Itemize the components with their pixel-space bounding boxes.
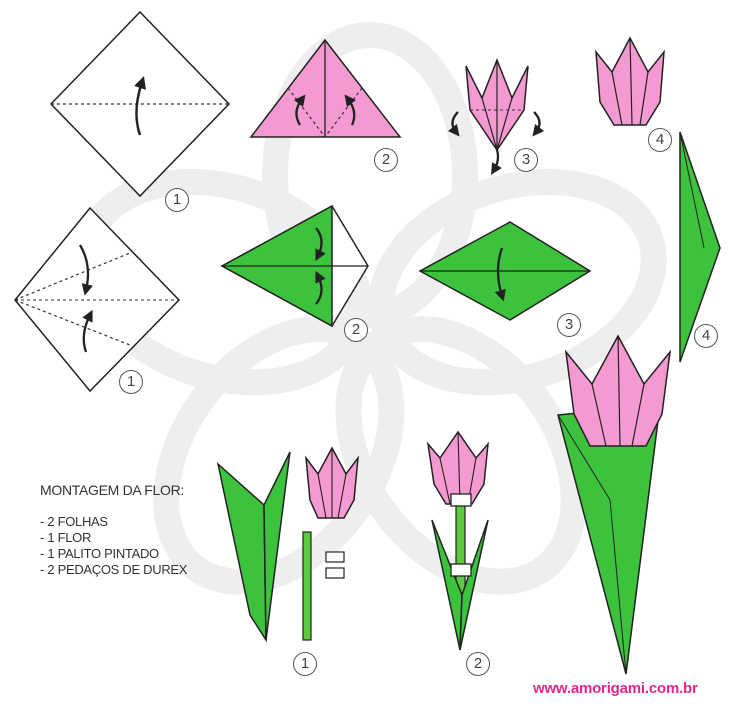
assembly-item: - 1 FLOR: [40, 530, 187, 546]
leaf-step-3-number: 3: [557, 313, 581, 337]
leaf-step-1-number: 1: [119, 370, 143, 394]
flower-step-4: [596, 38, 664, 125]
flower-step-1: [51, 12, 229, 196]
flower-step-2-number: 2: [374, 148, 398, 172]
leaf-step-4-number: 4: [694, 324, 718, 348]
flower-step-3-number: 3: [514, 148, 538, 172]
assembly-item: - 2 FOLHAS: [40, 514, 187, 530]
assembly-item: - 1 PALITO PINTADO: [40, 546, 187, 562]
assembly-title: MONTAGEM DA FLOR:: [40, 482, 187, 498]
flower-step-4-number: 4: [648, 128, 672, 152]
fold-arrow-icon: [534, 112, 540, 132]
leaf-step-2-number: 2: [344, 318, 368, 342]
assembly-step-2: [428, 432, 488, 650]
assembly-instructions: MONTAGEM DA FLOR: - 2 FOLHAS - 1 FLOR - …: [40, 482, 187, 578]
assembly-item: - 2 PEDAÇOS DE DUREX: [40, 562, 187, 578]
assembly-step-2-number: 2: [466, 652, 490, 676]
flower-step-2: [251, 40, 400, 137]
assembly-step-1-number: 1: [293, 652, 317, 676]
fold-arrow-icon: [494, 150, 498, 170]
website-credit: www.amorigami.com.br: [533, 680, 698, 697]
flower-step-1-number: 1: [165, 188, 189, 212]
